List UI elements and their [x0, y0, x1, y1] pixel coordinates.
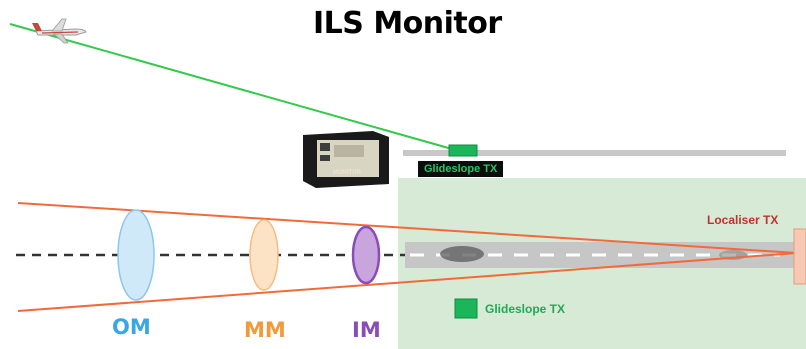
localiser-tx-antenna — [793, 228, 806, 285]
runway-elevation-strip — [403, 150, 786, 156]
monitor-unit-label: MONITOR — [333, 170, 362, 176]
outer-marker-label: OM — [112, 315, 151, 339]
inner-marker-label: IM — [352, 318, 381, 342]
glideslope-tx-antenna — [448, 144, 478, 157]
inner-marker-beam — [351, 225, 381, 285]
page-title: ILS Monitor — [313, 6, 502, 41]
glideslope-tx-ground-symbol — [454, 298, 478, 319]
localiser-tx-label: Localiser TX — [707, 213, 779, 227]
middle-marker-label: MM — [244, 318, 286, 342]
monitor-unit-icon: MONITOR — [303, 131, 389, 188]
localiser-beam-upper — [17, 202, 798, 254]
glidepath-line — [9, 23, 453, 150]
glideslope-tx-label: Glideslope TX — [418, 161, 504, 177]
middle-marker-beam — [249, 219, 279, 291]
aircraft-icon — [32, 18, 87, 44]
localiser-beam-lower — [17, 252, 798, 312]
glideslope-tx-ground-label: Glideslope TX — [485, 302, 566, 316]
outer-marker-beam — [117, 209, 155, 301]
aircraft-shadow — [440, 246, 484, 262]
